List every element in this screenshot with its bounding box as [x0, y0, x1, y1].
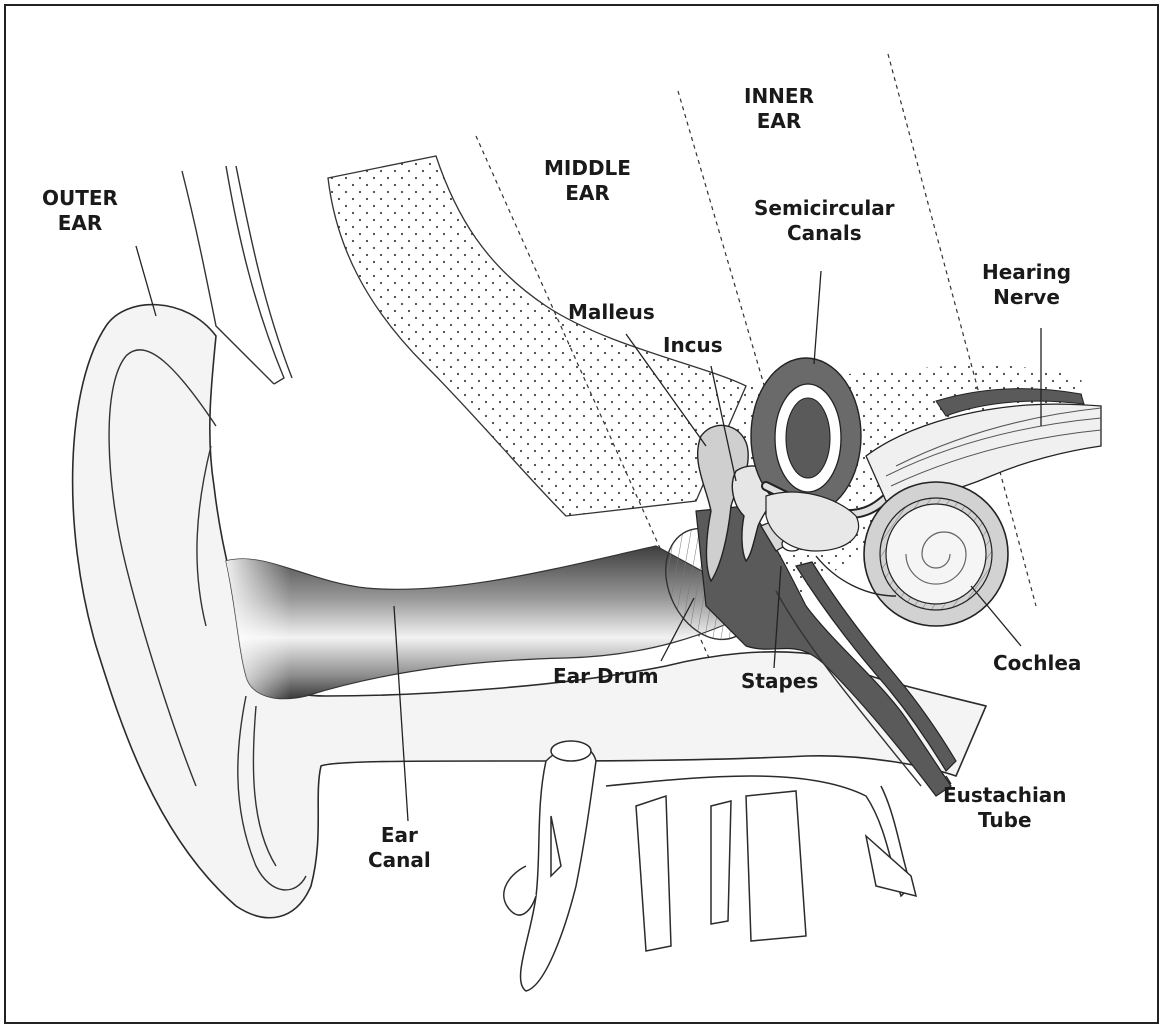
- label-middle-ear: MIDDLE EAR: [544, 156, 631, 206]
- diagram-frame: OUTER EAR MIDDLE EAR INNER EAR Semicircu…: [4, 4, 1159, 1024]
- lower-structures: [504, 741, 916, 991]
- label-incus: Incus: [663, 333, 723, 358]
- label-inner-ear: INNER EAR: [744, 84, 814, 134]
- label-semicircular-canals: Semicircular Canals: [754, 196, 895, 246]
- label-stapes: Stapes: [741, 669, 818, 694]
- label-ear-drum: Ear Drum: [553, 664, 659, 689]
- label-eustachian-tube: Eustachian Tube: [943, 783, 1067, 833]
- label-ear-canal: Ear Canal: [368, 823, 431, 873]
- label-hearing-nerve: Hearing Nerve: [982, 260, 1071, 310]
- label-outer-ear: OUTER EAR: [42, 186, 118, 236]
- label-malleus: Malleus: [568, 300, 655, 325]
- label-cochlea: Cochlea: [993, 651, 1081, 676]
